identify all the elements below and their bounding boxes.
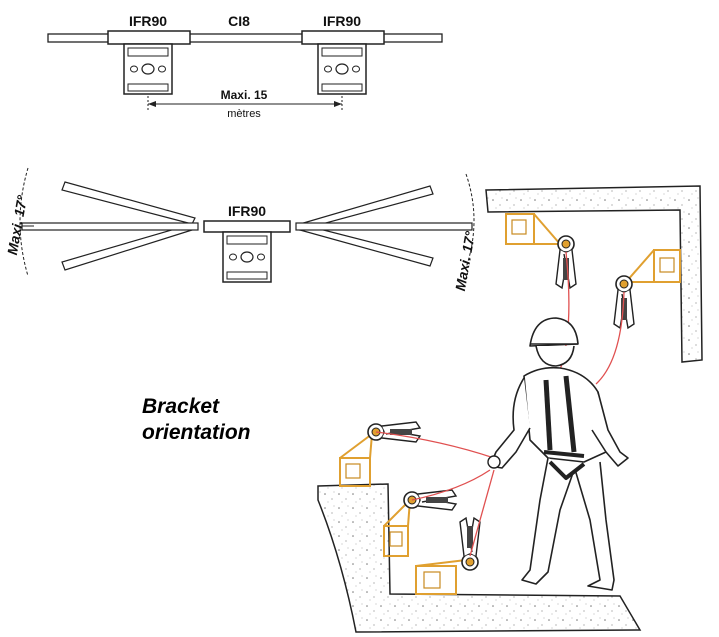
cable-line [47, 33, 443, 43]
anchor-upper-1 [505, 213, 561, 245]
bracket-left-head [107, 30, 191, 45]
caption-line1: Bracket [142, 395, 220, 418]
anchor-lower-1 [339, 433, 373, 487]
shuttle-upper-1 [555, 235, 577, 289]
anchor-upper-2 [625, 249, 681, 283]
distance-unit: mètres [227, 108, 261, 120]
harness-hook [487, 455, 501, 469]
distance-label: Maxi. 15 [221, 88, 268, 102]
shuttle-lower-3 [459, 517, 481, 571]
angle-right-label: Maxi. 17° [452, 230, 478, 292]
anchor-lower-3 [415, 559, 467, 595]
worker-figure [489, 317, 629, 591]
center-bracket-label: IFR90 [228, 203, 266, 219]
angle-diagram: IFR90 Maxi. 17° Maxi. 17° [4, 167, 478, 292]
top-diagram: IFR90 CI8 IFR90 Maxi. 15 mètres [47, 13, 443, 120]
shuttle-lower-1 [367, 421, 421, 443]
bracket-right-plate [317, 43, 367, 95]
left-cable-straight [21, 222, 199, 231]
bracket-left-label: IFR90 [129, 13, 167, 29]
caption-line2: orientation [142, 421, 251, 444]
cable-label: CI8 [228, 13, 250, 29]
center-bracket-plate [222, 231, 272, 283]
caption: Bracket orientation [142, 394, 312, 446]
bracket-right-label: IFR90 [323, 13, 361, 29]
bracket-right-head [301, 30, 385, 45]
shuttle-lower-2 [403, 489, 457, 511]
right-cable-straight [295, 222, 473, 231]
center-bracket-head [203, 220, 291, 233]
bracket-left-plate [123, 43, 173, 95]
upper-right-wall [485, 185, 703, 363]
lower-left-wall [317, 483, 642, 633]
